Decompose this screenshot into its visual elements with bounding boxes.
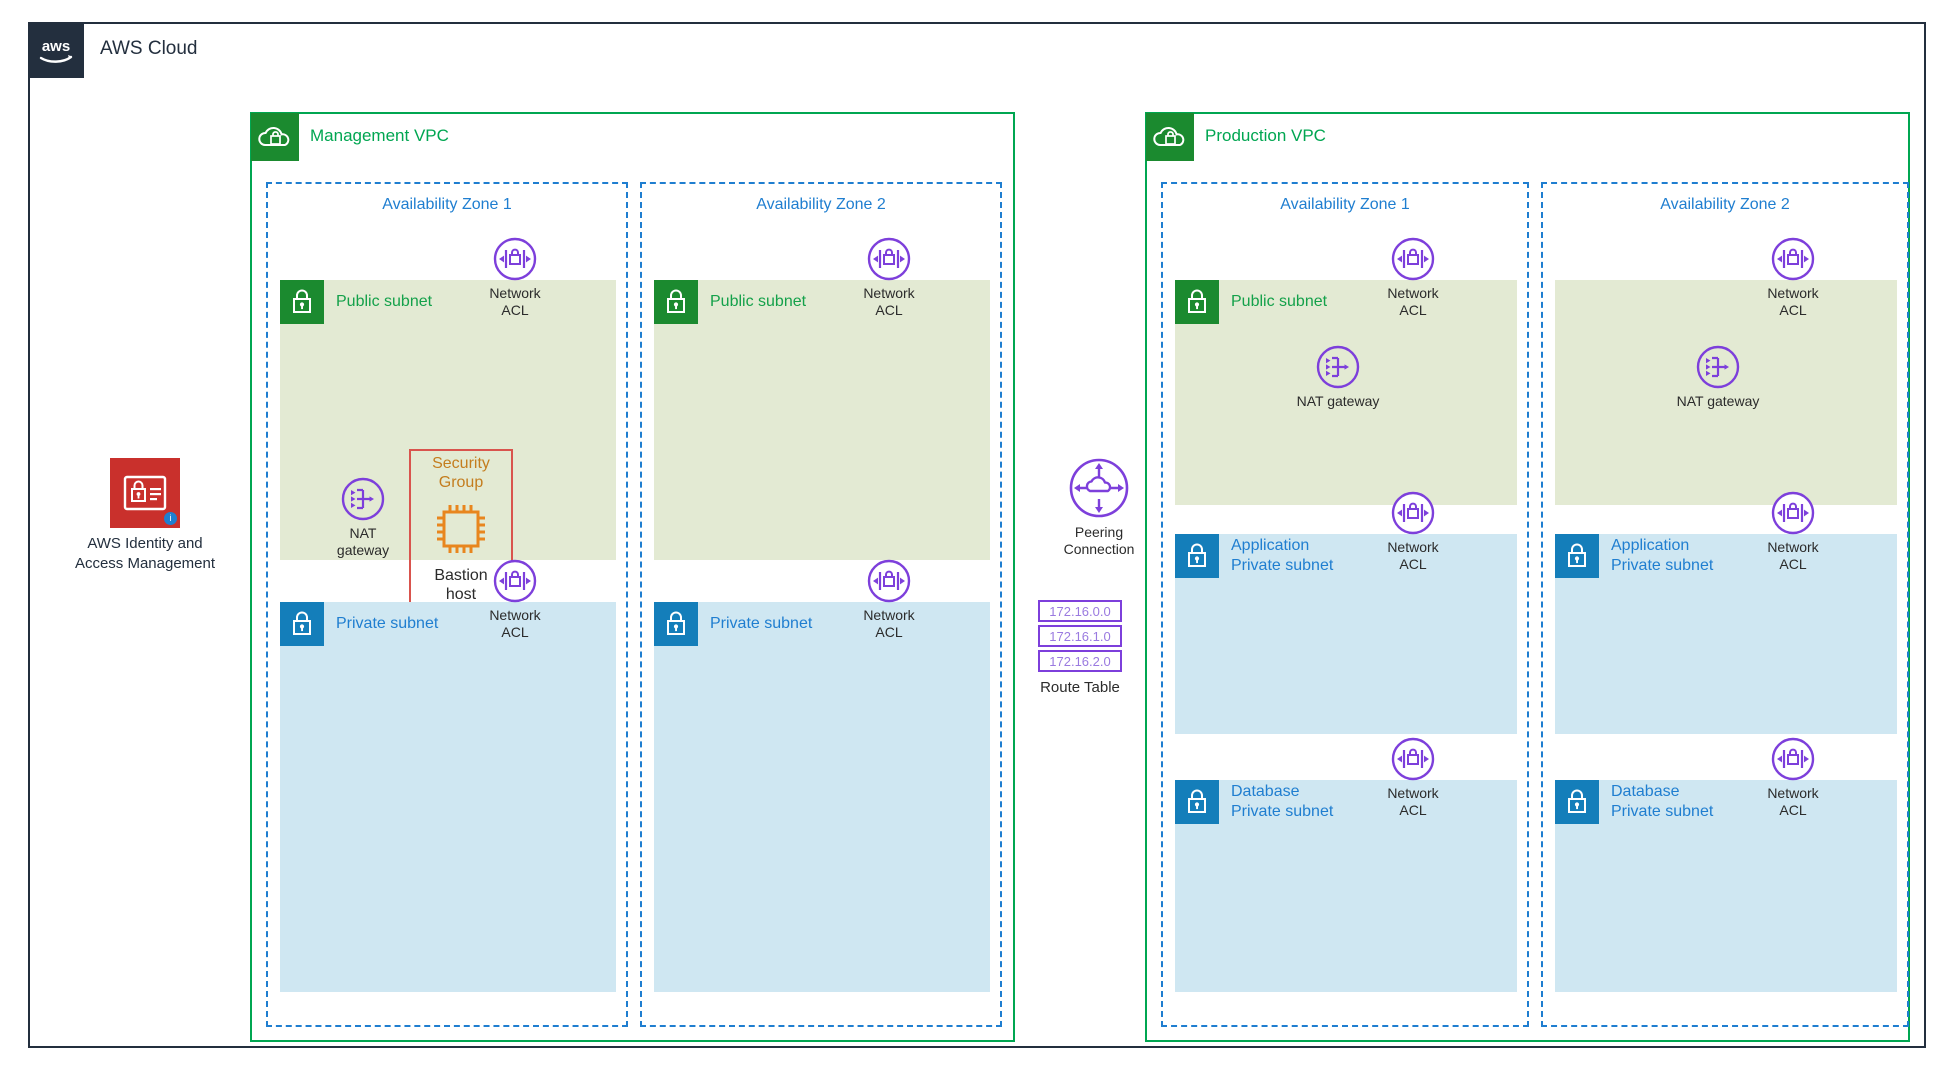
network-acl-label: Network ACL bbox=[1767, 539, 1819, 573]
network-acl-resource[interactable]: Network ACL bbox=[1368, 736, 1458, 819]
nat-gateway-label: NAT gateway bbox=[1676, 393, 1760, 409]
route-table-resource[interactable]: 172.16.0.0 172.16.1.0 172.16.2.0 Route T… bbox=[1025, 600, 1135, 696]
info-badge-icon: i bbox=[164, 512, 177, 525]
subnet-lock-icon bbox=[654, 602, 698, 646]
subnet-private-application[interactable]: Application Private subnet bbox=[1555, 534, 1897, 734]
network-acl-icon bbox=[1391, 737, 1435, 781]
network-acl-resource[interactable]: Network ACL bbox=[1748, 490, 1838, 573]
iam-badge-icon: i bbox=[110, 458, 180, 528]
route-table-row: 172.16.2.0 bbox=[1038, 650, 1122, 672]
network-acl-label: Network ACL bbox=[1767, 285, 1819, 319]
network-acl-label: Network ACL bbox=[863, 607, 915, 641]
subnet-lock-icon bbox=[654, 280, 698, 324]
network-acl-resource[interactable]: Network ACL bbox=[844, 558, 934, 641]
aws-cloud-label: AWS Cloud bbox=[100, 38, 198, 59]
network-acl-icon bbox=[493, 559, 537, 603]
network-acl-label: Network ACL bbox=[1387, 539, 1439, 573]
security-group-box[interactable]: Security Group Bastion host bbox=[409, 449, 513, 609]
network-acl-icon bbox=[867, 237, 911, 281]
az-label: Availability Zone 1 bbox=[1280, 196, 1410, 213]
peering-connection-resource[interactable]: Peering Connection bbox=[1034, 455, 1164, 558]
subnet-label: Public subnet bbox=[336, 292, 433, 310]
subnet-lock-icon bbox=[1175, 780, 1219, 824]
network-acl-icon bbox=[1391, 491, 1435, 535]
route-table-row: 172.16.0.0 bbox=[1038, 600, 1122, 622]
subnet-label: Private subnet bbox=[710, 614, 813, 632]
az-management-2[interactable]: Availability Zone 2 Public subnet bbox=[640, 182, 1002, 1027]
ec2-instance-icon bbox=[437, 505, 485, 553]
subnet-private-database[interactable]: Database Private subnet bbox=[1175, 780, 1517, 992]
subnet-lock-icon bbox=[1175, 280, 1219, 324]
network-acl-resource[interactable]: Network ACL bbox=[470, 236, 560, 319]
vpc-cloud-lock-icon bbox=[251, 113, 299, 161]
az-production-1[interactable]: Availability Zone 1 Public subnet bbox=[1161, 182, 1529, 1027]
iam-resource[interactable]: i AWS Identity and Access Management bbox=[55, 458, 235, 573]
az-label: Availability Zone 1 bbox=[382, 196, 512, 213]
network-acl-icon bbox=[493, 237, 537, 281]
subnet-private-application[interactable]: Application Private subnet bbox=[1175, 534, 1517, 734]
subnet-label: Database Private subnet bbox=[1231, 782, 1334, 820]
subnet-lock-icon bbox=[1555, 534, 1599, 578]
nat-gateway-resource[interactable]: NAT gateway bbox=[1273, 344, 1403, 410]
network-acl-resource[interactable]: Network ACL bbox=[1748, 236, 1838, 319]
subnet-label: Private subnet bbox=[336, 614, 439, 632]
az-production-2[interactable]: Availability Zone 2 Network ACL bbox=[1541, 182, 1909, 1027]
network-acl-resource[interactable]: Network ACL bbox=[844, 236, 934, 319]
subnet-private[interactable]: Private subnet bbox=[654, 602, 990, 992]
subnet-lock-icon bbox=[280, 280, 324, 324]
network-acl-icon bbox=[867, 559, 911, 603]
subnet-public[interactable]: Public subnet bbox=[1175, 280, 1517, 505]
route-table-row: 172.16.1.0 bbox=[1038, 625, 1122, 647]
nat-gateway-icon bbox=[341, 477, 385, 521]
subnet-private-database[interactable]: Database Private subnet bbox=[1555, 780, 1897, 992]
subnet-label: Application Private subnet bbox=[1611, 536, 1714, 574]
vpc-management-label: Management VPC bbox=[310, 126, 449, 145]
vpc-cloud-lock-icon bbox=[1146, 113, 1194, 161]
route-table-label: Route Table bbox=[1040, 679, 1120, 696]
nat-gateway-label: NAT gateway bbox=[1296, 393, 1380, 409]
subnet-lock-icon bbox=[280, 602, 324, 646]
network-acl-label: Network ACL bbox=[489, 607, 541, 641]
subnet-lock-icon bbox=[1555, 780, 1599, 824]
network-acl-label: Network ACL bbox=[1387, 285, 1439, 319]
az-management-1[interactable]: Availability Zone 1 Public subnet bbox=[266, 182, 628, 1027]
subnet-public[interactable] bbox=[1555, 280, 1897, 505]
network-acl-icon bbox=[1771, 491, 1815, 535]
vpc-management[interactable]: Management VPC Availability Zone 1 Publi… bbox=[250, 112, 1015, 1042]
network-acl-resource[interactable]: Network ACL bbox=[470, 558, 560, 641]
network-acl-label: Network ACL bbox=[1387, 785, 1439, 819]
svg-text:aws: aws bbox=[42, 38, 70, 55]
vpc-production-label: Production VPC bbox=[1205, 126, 1326, 145]
nat-gateway-icon bbox=[1696, 345, 1740, 389]
network-acl-label: Network ACL bbox=[1767, 785, 1819, 819]
nat-gateway-label: NAT gateway bbox=[336, 525, 390, 559]
subnet-label: Database Private subnet bbox=[1611, 782, 1714, 820]
subnet-lock-icon bbox=[1175, 534, 1219, 578]
network-acl-icon bbox=[1391, 237, 1435, 281]
network-acl-icon bbox=[1771, 237, 1815, 281]
security-group-label: Security Group bbox=[432, 454, 490, 491]
peering-connection-label: Peering Connection bbox=[1063, 524, 1135, 558]
network-acl-label: Network ACL bbox=[863, 285, 915, 319]
network-acl-resource[interactable]: Network ACL bbox=[1748, 736, 1838, 819]
vpc-peering-icon bbox=[1069, 458, 1129, 518]
subnet-public[interactable]: Public subnet bbox=[654, 280, 990, 560]
nat-gateway-resource[interactable]: NAT gateway bbox=[1653, 344, 1783, 410]
aws-logo-icon: aws bbox=[28, 22, 84, 78]
network-acl-resource[interactable]: Network ACL bbox=[1368, 490, 1458, 573]
nat-gateway-icon bbox=[1316, 345, 1360, 389]
iam-label: AWS Identity and Access Management bbox=[74, 535, 216, 572]
subnet-label: Public subnet bbox=[710, 292, 807, 310]
subnet-label: Public subnet bbox=[1231, 292, 1328, 310]
vpc-production[interactable]: Production VPC Availability Zone 1 Publi… bbox=[1145, 112, 1910, 1042]
network-acl-icon bbox=[1771, 737, 1815, 781]
subnet-label: Application Private subnet bbox=[1231, 536, 1334, 574]
bastion-host-label: Bastion host bbox=[434, 567, 488, 604]
network-acl-label: Network ACL bbox=[489, 285, 541, 319]
nat-gateway-resource[interactable]: NAT gateway bbox=[318, 476, 408, 559]
network-acl-resource[interactable]: Network ACL bbox=[1368, 236, 1458, 319]
az-label: Availability Zone 2 bbox=[1660, 196, 1790, 213]
az-label: Availability Zone 2 bbox=[756, 196, 886, 213]
subnet-private[interactable]: Private subnet bbox=[280, 602, 616, 992]
